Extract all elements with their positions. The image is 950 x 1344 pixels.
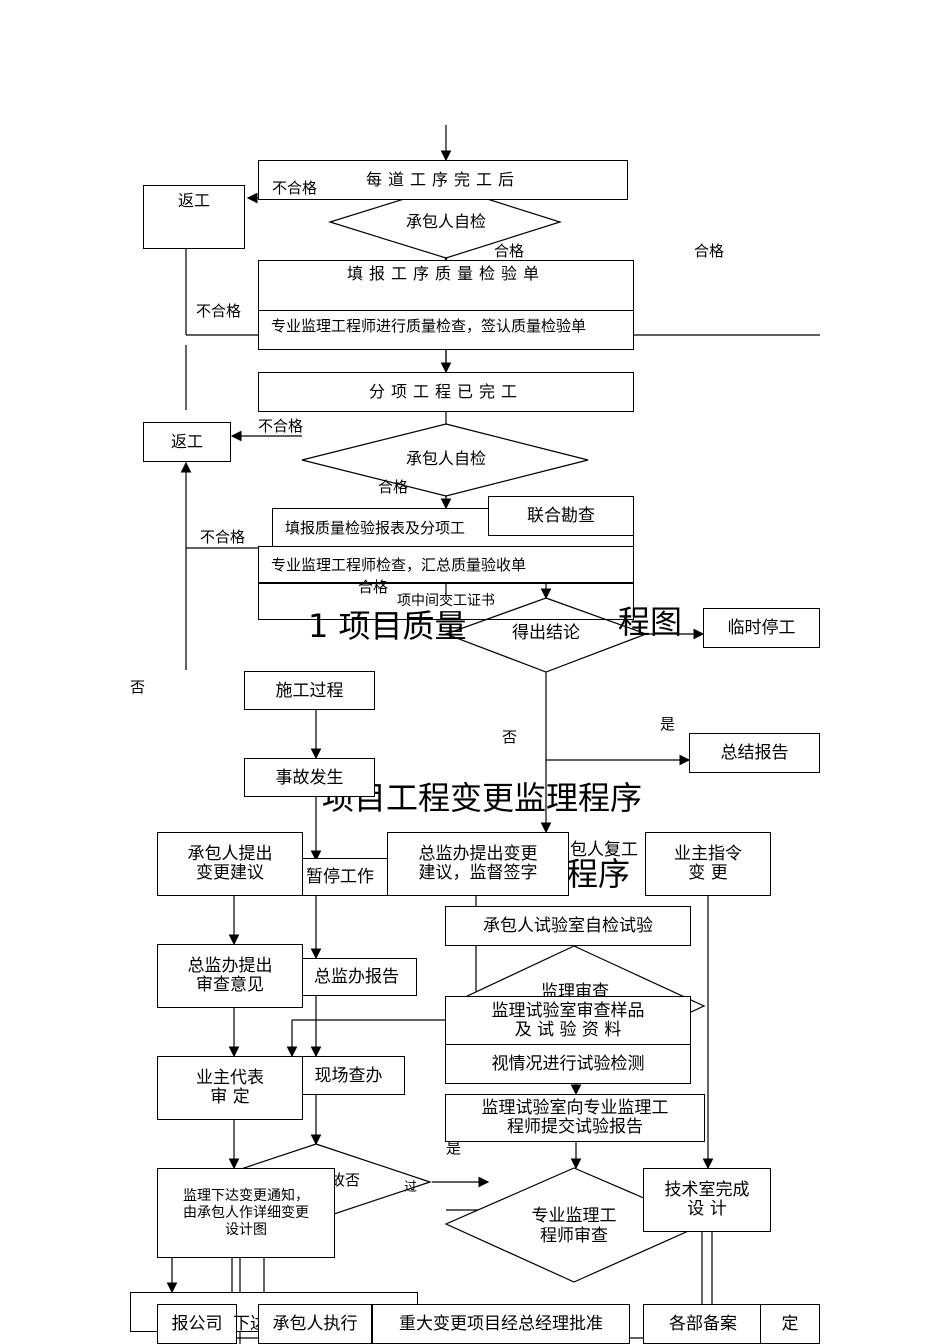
subitem-done-box: 分项工程已完工 — [258, 372, 634, 412]
engineer-check-2-box: 专业监理工程师检查，汇总质量验收单 — [258, 546, 634, 584]
ghost-title-quality-end: 程图 — [618, 603, 683, 641]
fail-label-4: 不合格 — [200, 528, 246, 546]
engineer-check-box: 专业监理工程师进行质量检查，签认质量检验单 — [258, 310, 634, 350]
contractor-exec-box: 承包人执行 — [258, 1304, 372, 1344]
diamond-self-check-2 — [301, 423, 589, 497]
site-check-box: 现场查办 — [292, 1056, 405, 1095]
engineer-review-label: 专业监理工 程师审查 — [531, 1206, 617, 1246]
joint-survey-box: 联合勘查 — [488, 496, 634, 536]
rework-box: 返工 — [143, 185, 245, 249]
accident-box: 事故发生 — [244, 758, 375, 797]
fail-label-1: 不合格 — [272, 179, 318, 197]
pass-label-3: 合格 — [378, 478, 409, 496]
record-box: 各部备案 — [643, 1304, 763, 1344]
stop-work-box: 暂停工作 — [290, 858, 390, 896]
test-yes-label: 是 — [446, 1139, 462, 1157]
guo-fragment: 过 — [404, 1180, 418, 1195]
owner-order-box: 业主指令 变 更 — [645, 832, 771, 896]
diamond-conclusion — [444, 597, 648, 673]
pass-label-4: 合格 — [358, 578, 389, 596]
resume-box: 包人复工 — [570, 840, 638, 860]
chief-report-box: 总监办报告 — [296, 958, 417, 996]
self-check-label: 承包人自检 — [405, 212, 486, 231]
rework-2-box: 返工 — [143, 422, 231, 462]
chief-propose-box: 总监办提出变更 建议，监督签字 — [387, 832, 569, 896]
fail-label-3: 不合格 — [258, 417, 304, 435]
step-complete-box: 每道工序完工后 — [258, 160, 628, 200]
notice-box: 监理下达变更通知， 由承包人作详细变更 设计图 — [157, 1168, 335, 1258]
conclusion-label: 得出结论 — [512, 623, 580, 643]
chief-review-box: 总监办提出 审查意见 — [157, 944, 303, 1008]
ghost-title-change: 项目工程变更监理程序 — [322, 779, 643, 817]
no-label-2: 否 — [502, 728, 518, 746]
interim-cert-box: 项中间交工证书 — [258, 582, 634, 620]
company-box: 报公司 — [157, 1304, 237, 1344]
contractor-propose-box: 承包人提出 变更建议 — [157, 832, 303, 896]
pass-label-1: 合格 — [494, 242, 525, 260]
tech-done-box: 技术室完成 设 计 — [643, 1168, 771, 1232]
temp-stop-box: 临时停工 — [703, 608, 820, 648]
settle-box: 定 — [760, 1304, 820, 1344]
construction-box: 施工过程 — [244, 671, 375, 710]
diamond-self-check — [327, 185, 562, 259]
pass-label-2: 合格 — [694, 242, 725, 260]
deny-label: 故否 — [330, 1171, 361, 1189]
no-label-1: 否 — [130, 678, 146, 696]
yes-label-1: 是 — [660, 715, 676, 733]
ghost-title-program: 程序 — [566, 855, 631, 893]
major-change-box: 重大变更项目经总经理批准 — [372, 1304, 630, 1344]
lab-self-box: 承包人试验室自检试验 — [445, 906, 691, 946]
summary-box: 总结报告 — [689, 733, 820, 773]
fail-label-2: 不合格 — [196, 302, 242, 320]
owner-rep-box: 业主代表 审 定 — [157, 1056, 303, 1120]
ghost-title-quality: 1 项目质量 — [308, 607, 467, 645]
fill-form-box: 填报工序质量检验单 — [258, 260, 634, 312]
lab-report-box: 监理试验室向专业监理工 程师提交试验报告 — [445, 1094, 705, 1142]
self-check-2-label: 承包人自检 — [405, 449, 486, 468]
lab-sample-box: 监理试验室审查样品 及 试 验 资 料 — [445, 996, 691, 1046]
inspection-box: 视情况进行试验检测 — [445, 1044, 691, 1084]
